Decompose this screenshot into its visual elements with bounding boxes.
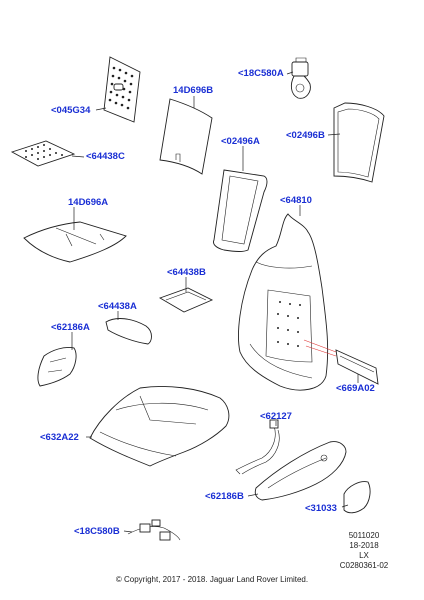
callout-14D696B[interactable]: 14D696B (173, 85, 214, 96)
part-14D696B-back-pad (159, 98, 213, 175)
reference-line-3: LX (359, 551, 369, 560)
copyright-notice: © Copyright, 2017 - 2018. Jaguar Land Ro… (115, 575, 309, 584)
callout-62127[interactable]: <62127 (260, 411, 292, 422)
callout-18C580B[interactable]: <18C580B (74, 526, 120, 537)
callout-64438A[interactable]: <64438A (98, 301, 137, 312)
part-632A22-seat-cushion (89, 386, 230, 467)
part-02496A-back-frame (213, 169, 268, 252)
callout-669A02[interactable]: <669A02 (336, 383, 375, 394)
callout-64438C[interactable]: <64438C (86, 151, 125, 162)
reference-line-4: C0280361-02 (339, 561, 389, 570)
callout-62186B[interactable]: <62186B (205, 491, 244, 502)
part-18C580B-connector (127, 519, 181, 541)
part-62186A-side-trim (37, 347, 77, 387)
leader-lines (71, 71, 359, 533)
callout-14D696A[interactable]: 14D696A (68, 197, 109, 208)
part-14D696A-cushion-pad (23, 221, 127, 263)
callout-632A22[interactable]: <632A22 (40, 432, 79, 443)
part-045G34-perforated-panel (103, 56, 141, 123)
part-64438A-pad (105, 318, 152, 345)
part-64438B-pad (158, 287, 214, 313)
part-64438C-pad (10, 140, 76, 167)
callout-31033[interactable]: <31033 (305, 503, 337, 514)
reference-block: 5011020 18-2018 LX C0280361-02 (334, 531, 394, 571)
callout-02496A[interactable]: <02496A (221, 136, 260, 147)
callout-045G34[interactable]: <045G34 (51, 105, 91, 116)
part-18C580A-connector (290, 57, 311, 99)
part-62186B-side-trim (254, 441, 347, 501)
reference-line-1: 5011020 (348, 531, 380, 540)
callout-64438B[interactable]: <64438B (167, 267, 206, 278)
part-669A02-bracket (335, 349, 379, 385)
callout-18C580A[interactable]: <18C580A (238, 68, 284, 79)
part-02496B-rear-panel (333, 102, 385, 183)
callout-62186A[interactable]: <62186A (51, 322, 90, 333)
callout-64810[interactable]: <64810 (280, 195, 312, 206)
part-62127-harness (235, 419, 280, 475)
reference-line-2: 18-2018 (349, 541, 379, 550)
part-31033-cover (343, 481, 371, 514)
part-64810-seat-back (238, 213, 337, 391)
callout-02496B[interactable]: <02496B (286, 130, 325, 141)
